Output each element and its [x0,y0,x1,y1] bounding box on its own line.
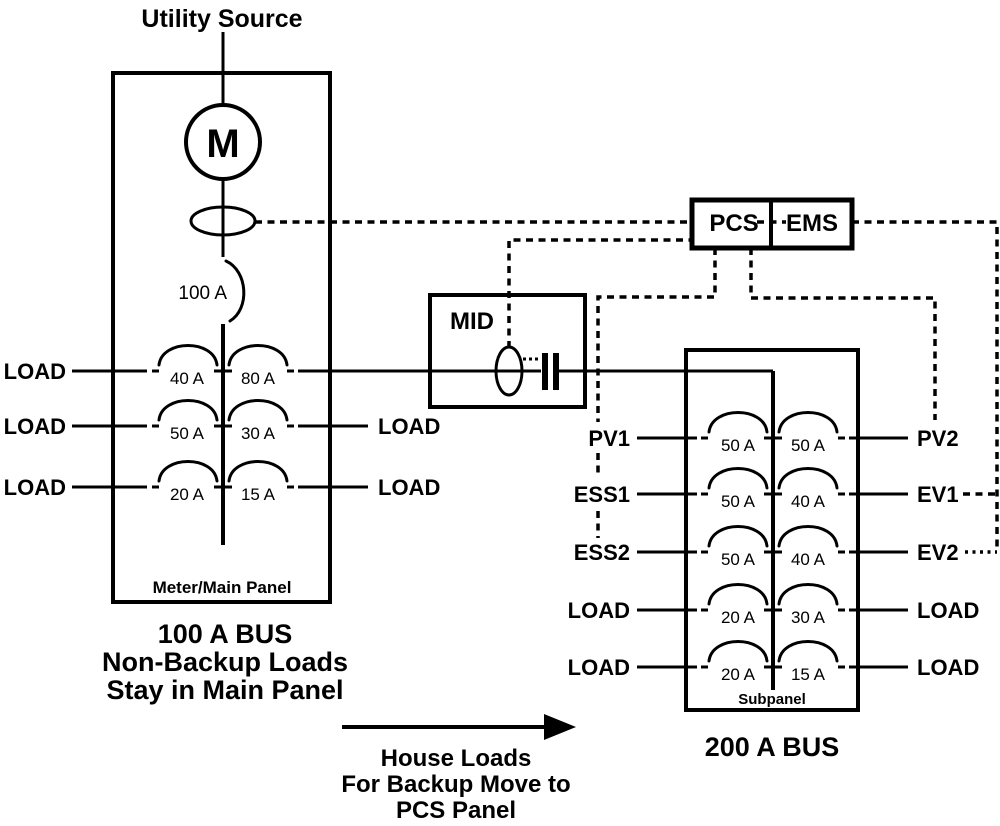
amp-label: 20 A [721,608,756,627]
amp-label: 30 A [791,608,826,627]
amp-label: 40 A [791,492,826,511]
ems-label: EMS [786,210,838,237]
load-label: LOAD [4,475,66,500]
pcs-to-pv2-comm-line [749,248,937,420]
breaker-arc [777,525,839,548]
breaker-arc [707,467,769,490]
load-label: LOAD [568,655,630,680]
subpanel-breaker-row: LOAD 20 A 30 A LOAD [568,583,979,627]
main-breaker-row: LOAD 50 A 30 A LOAD [4,399,440,443]
breaker-arc [777,640,839,663]
main-panel-caption-line-2: Non-Backup Loads [102,647,348,677]
main-panel-caption-line-3: Stay in Main Panel [106,675,343,705]
subpanel-breaker-row: PV1 50 A 50 A PV2 [588,411,959,455]
pv2-label: PV2 [917,426,959,451]
breaker-arc [157,460,219,483]
amp-label: 80 A [241,369,276,388]
breaker-arc [227,344,289,367]
subpanel-box [684,348,860,712]
amp-label: 20 A [721,665,756,684]
arrow-note-line-3: PCS Panel [396,797,516,824]
subpanel-breaker-row: ESS1 50 A 40 A EV1 [574,467,959,511]
subpanel-caption: 200 A BUS [705,732,840,762]
subpanel-name: Subpanel [738,691,806,708]
breaker-arc [157,344,219,367]
breaker-arc [777,583,839,606]
amp-label: 50 A [721,436,756,455]
arrow-note-line-2: For Backup Move to [341,771,570,798]
amp-label: 20 A [170,485,205,504]
main-panel-name: Meter/Main Panel [153,578,292,597]
load-label: LOAD [917,598,979,623]
pcs-label: PCS [709,210,758,237]
utility-source-label: Utility Source [141,5,302,33]
amp-label: 40 A [791,550,826,569]
amp-label: 15 A [791,665,826,684]
subpanel-breaker-row: ESS2 50 A 40 A EV2 [574,525,959,569]
breaker-arc [707,640,769,663]
load-label: LOAD [4,414,66,439]
ev1-label: EV1 [917,482,959,507]
breaker-arc [777,467,839,490]
breaker-arc [227,399,289,422]
breaker-arc [707,525,769,548]
house-loads-arrow-head [544,714,576,740]
meter-main-panel-box [111,71,332,604]
load-label: LOAD [4,359,66,384]
load-label: LOAD [378,475,440,500]
amp-label: 50 A [791,436,826,455]
amp-label: 15 A [241,485,276,504]
breaker-arc [157,399,219,422]
ems-to-ev-comm-line [852,220,999,551]
ess2-label: ESS2 [574,540,630,565]
breaker-arc [707,411,769,434]
amp-label: 30 A [241,424,276,443]
pcs-to-pv1-ess-comm-line [596,248,717,538]
service-breaker-arc [224,259,246,323]
main-panel-caption-line-1: 100 A BUS [158,619,293,649]
amp-label: 50 A [721,492,756,511]
subpanel-breaker-row: LOAD 20 A 15 A LOAD [568,640,979,684]
load-label: LOAD [917,655,979,680]
arrow-note-line-1: House Loads [381,745,532,772]
amp-label: 50 A [721,550,756,569]
mid-contactor-bars [542,353,559,390]
breaker-arc [777,411,839,434]
main-breaker-row: LOAD 40 A 80 A [4,344,773,388]
main-breaker-row: LOAD 20 A 15 A LOAD [4,460,440,504]
amp-label: 40 A [170,369,205,388]
ess1-label: ESS1 [574,482,630,507]
amp-label: 50 A [170,424,205,443]
breaker-arc [707,583,769,606]
load-label: LOAD [378,414,440,439]
load-label: LOAD [568,598,630,623]
service-breaker-rating: 100 A [178,283,227,304]
meter-symbol: M [206,122,239,166]
pv1-label: PV1 [588,426,630,451]
ev2-label: EV2 [917,540,959,565]
breaker-arc [227,460,289,483]
mid-to-pcs-comm-line [507,238,692,348]
mid-label: MID [450,308,494,335]
